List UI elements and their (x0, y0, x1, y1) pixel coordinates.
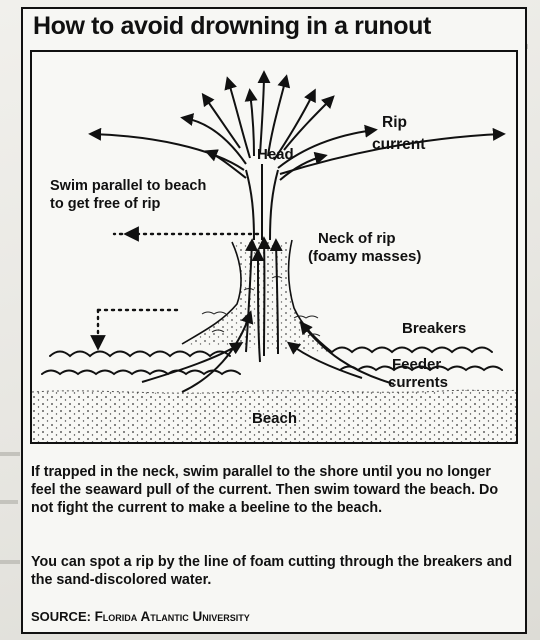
paragraph-trapped-in-neck: If trapped in the neck, swim parallel to… (31, 464, 499, 516)
paragraph-spot-a-rip: You can spot a rip by the line of foam c… (31, 554, 513, 588)
feeder-current-arrows (141, 310, 395, 393)
feeder-label-line2: currents (388, 374, 449, 391)
rip-label-line1: Rip (382, 114, 407, 131)
head-label: Head (257, 146, 294, 163)
beach-label: Beach (252, 410, 298, 427)
neck-arrows (245, 236, 283, 363)
rip-neck-foam (182, 240, 332, 352)
neck-label-line1: Neck of rip (318, 230, 396, 247)
rip-current-diagram: Head Rip current Swim parallel to beach … (30, 50, 518, 444)
source-credit: SOURCE: Florida Atlantic University (31, 609, 250, 624)
swim-parallel-label-line2: to get free of rip (50, 196, 161, 212)
breaker-waves (41, 346, 503, 376)
swim-parallel-label-line1: Swim parallel to beach (50, 178, 207, 194)
feeder-label-line1: Feeder (392, 356, 442, 373)
neck-label-line2: (foamy masses) (308, 248, 422, 265)
source-name: Florida Atlantic University (94, 609, 250, 624)
source-prefix: SOURCE: (31, 609, 95, 624)
beach-sand (32, 390, 516, 442)
swim-parallel-path (90, 226, 260, 351)
rip-label-line2: current (372, 136, 426, 153)
breakers-label: Breakers (402, 320, 467, 337)
head-fan-arrows (88, 70, 506, 181)
rip-stream-lines (245, 164, 279, 241)
page-title: How to avoid drowning in a runout (33, 12, 431, 40)
